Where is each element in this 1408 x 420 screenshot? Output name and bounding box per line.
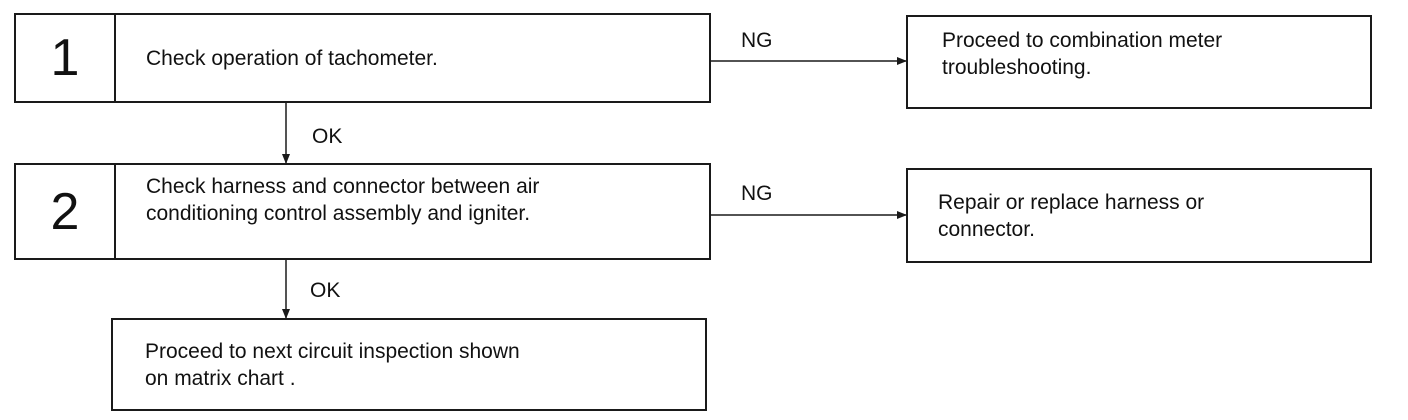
step-1-number: 1 [16, 15, 116, 101]
ok-label-2: OK [310, 279, 341, 302]
ng-label-2: NG [741, 182, 773, 205]
step-2-number: 2 [16, 165, 116, 258]
result-1-box: Proceed to combination meter troubleshoo… [906, 15, 1372, 109]
ok-label-1: OK [312, 125, 343, 148]
step-2-text: Check harness and connector between air … [146, 175, 540, 225]
final-box: Proceed to next circuit inspection shown… [111, 318, 707, 411]
step-2-box: 2 Check harness and connector between ai… [14, 163, 711, 260]
result-2-box: Repair or replace harness or connector. [906, 168, 1372, 263]
step-1-box: 1 Check operation of tachometer. [14, 13, 711, 103]
step-1-text: Check operation of tachometer. [146, 46, 438, 70]
ng-label-1: NG [741, 29, 773, 52]
